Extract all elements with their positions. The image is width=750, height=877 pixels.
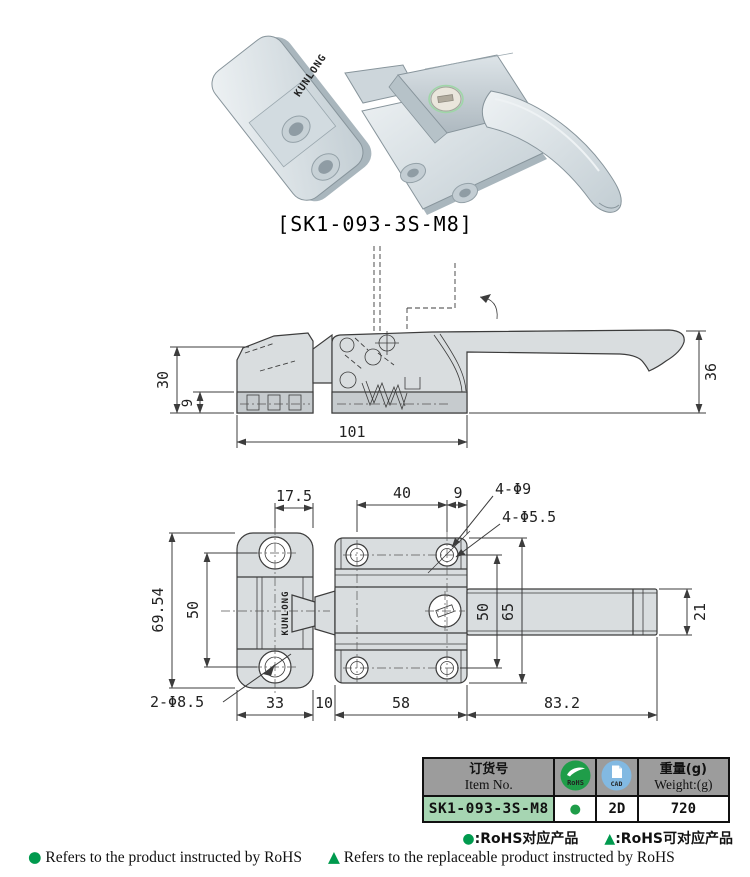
side-keeper-block (236, 332, 314, 414)
weight-header-zh: 重量(g) (659, 762, 707, 777)
cad-badge-label: CAD (611, 780, 623, 788)
spec-table: 订货号 Item No. RoHS CAD 重量(g) (421, 757, 731, 823)
dim-40: 40 (393, 484, 411, 502)
item-no-header-zh: 订货号 (469, 762, 509, 777)
front-view-drawing: KUNLONG (149, 480, 709, 721)
weight-value: 720 (636, 795, 731, 823)
footnote-zh-dot-text: :RoHS对应产品 (474, 831, 579, 847)
footnote-en: ● Refers to the product instructed by Ro… (28, 848, 675, 867)
side-neck (312, 333, 333, 384)
front-centerlines (221, 526, 465, 695)
dim-10: 10 (315, 694, 333, 712)
rohs-header-cell: RoHS (553, 757, 598, 797)
front-brand-text: KUNLONG (281, 591, 291, 636)
front-handle-strip (466, 588, 658, 636)
product-photo: KUNLONG (211, 35, 622, 215)
dim-17-5: 17.5 (276, 487, 312, 505)
rohs-compliance-dot: ● (553, 795, 598, 823)
item-no-value: SK1-093-3S-M8 (421, 795, 556, 823)
dim-50-right: 50 (474, 603, 492, 621)
label-4xd9: 4-Φ9 (495, 480, 531, 498)
rohs-badge-icon: RoHS (560, 760, 591, 790)
dim-9: 9 (453, 484, 462, 502)
dim-69-54: 69.54 (149, 587, 167, 632)
label-4xd5-5: 4-Φ5.5 (502, 508, 556, 526)
item-no-header-cell: 订货号 Item No. (421, 757, 556, 797)
photo-keeper-plate (211, 35, 372, 202)
footnote-zh: ●:RoHS对应产品 ▲:RoHS可对应产品 (462, 828, 733, 848)
rohs-badge-label: RoHS (567, 779, 584, 787)
weight-header-cell: 重量(g) Weight:(g) (636, 757, 731, 797)
front-dimensions: 17.5 40 9 4-Φ9 4-Φ5.5 69.54 50 2 (149, 480, 709, 721)
dim-21: 21 (691, 603, 709, 621)
rohs-triangle-symbol: ▲ (604, 831, 616, 847)
rohs-dot-symbol-en: ● (28, 848, 42, 866)
side-dimensions: 30 9 101 36 (154, 330, 720, 448)
footnote-en-dot-text: Refers to the product instructed by RoHS (45, 849, 302, 866)
weight-header-en: Weight:(g) (654, 777, 713, 792)
cad-value: 2D (595, 795, 639, 823)
product-code: [SK1-093-3S-M8] (277, 212, 473, 236)
spec-table-data-row: SK1-093-3S-M8 ● 2D 720 (421, 795, 731, 823)
dim-9: 9 (180, 399, 196, 407)
side-body-and-handle (331, 329, 685, 414)
footnote-en-triangle-text: Refers to the replaceable product instru… (343, 849, 675, 866)
dim-30: 30 (154, 371, 172, 389)
dim-83-2: 83.2 (544, 694, 580, 712)
dim-50-left: 50 (184, 601, 202, 619)
rohs-dot-symbol: ● (462, 831, 475, 847)
side-view-drawing: 30 9 101 36 (154, 246, 720, 448)
photo-handle (481, 90, 622, 213)
label-2xd8-5: 2-Φ8.5 (150, 693, 204, 711)
cad-badge-icon: CAD (601, 760, 632, 790)
item-no-header-en: Item No. (464, 777, 513, 792)
photo-lock-cylinder (428, 84, 464, 114)
dim-58: 58 (392, 694, 410, 712)
cad-header-cell: CAD (595, 757, 639, 797)
dim-33: 33 (266, 694, 284, 712)
rohs-triangle-symbol-en: ▲ (327, 848, 340, 866)
dim-101: 101 (338, 423, 365, 441)
front-main-plate (334, 537, 468, 684)
footnote-zh-triangle-text: :RoHS可对应产品 (615, 831, 733, 847)
dim-65: 65 (499, 603, 517, 621)
spec-table-header-row: 订货号 Item No. RoHS CAD 重量(g) (421, 757, 731, 797)
dim-36: 36 (702, 363, 720, 381)
